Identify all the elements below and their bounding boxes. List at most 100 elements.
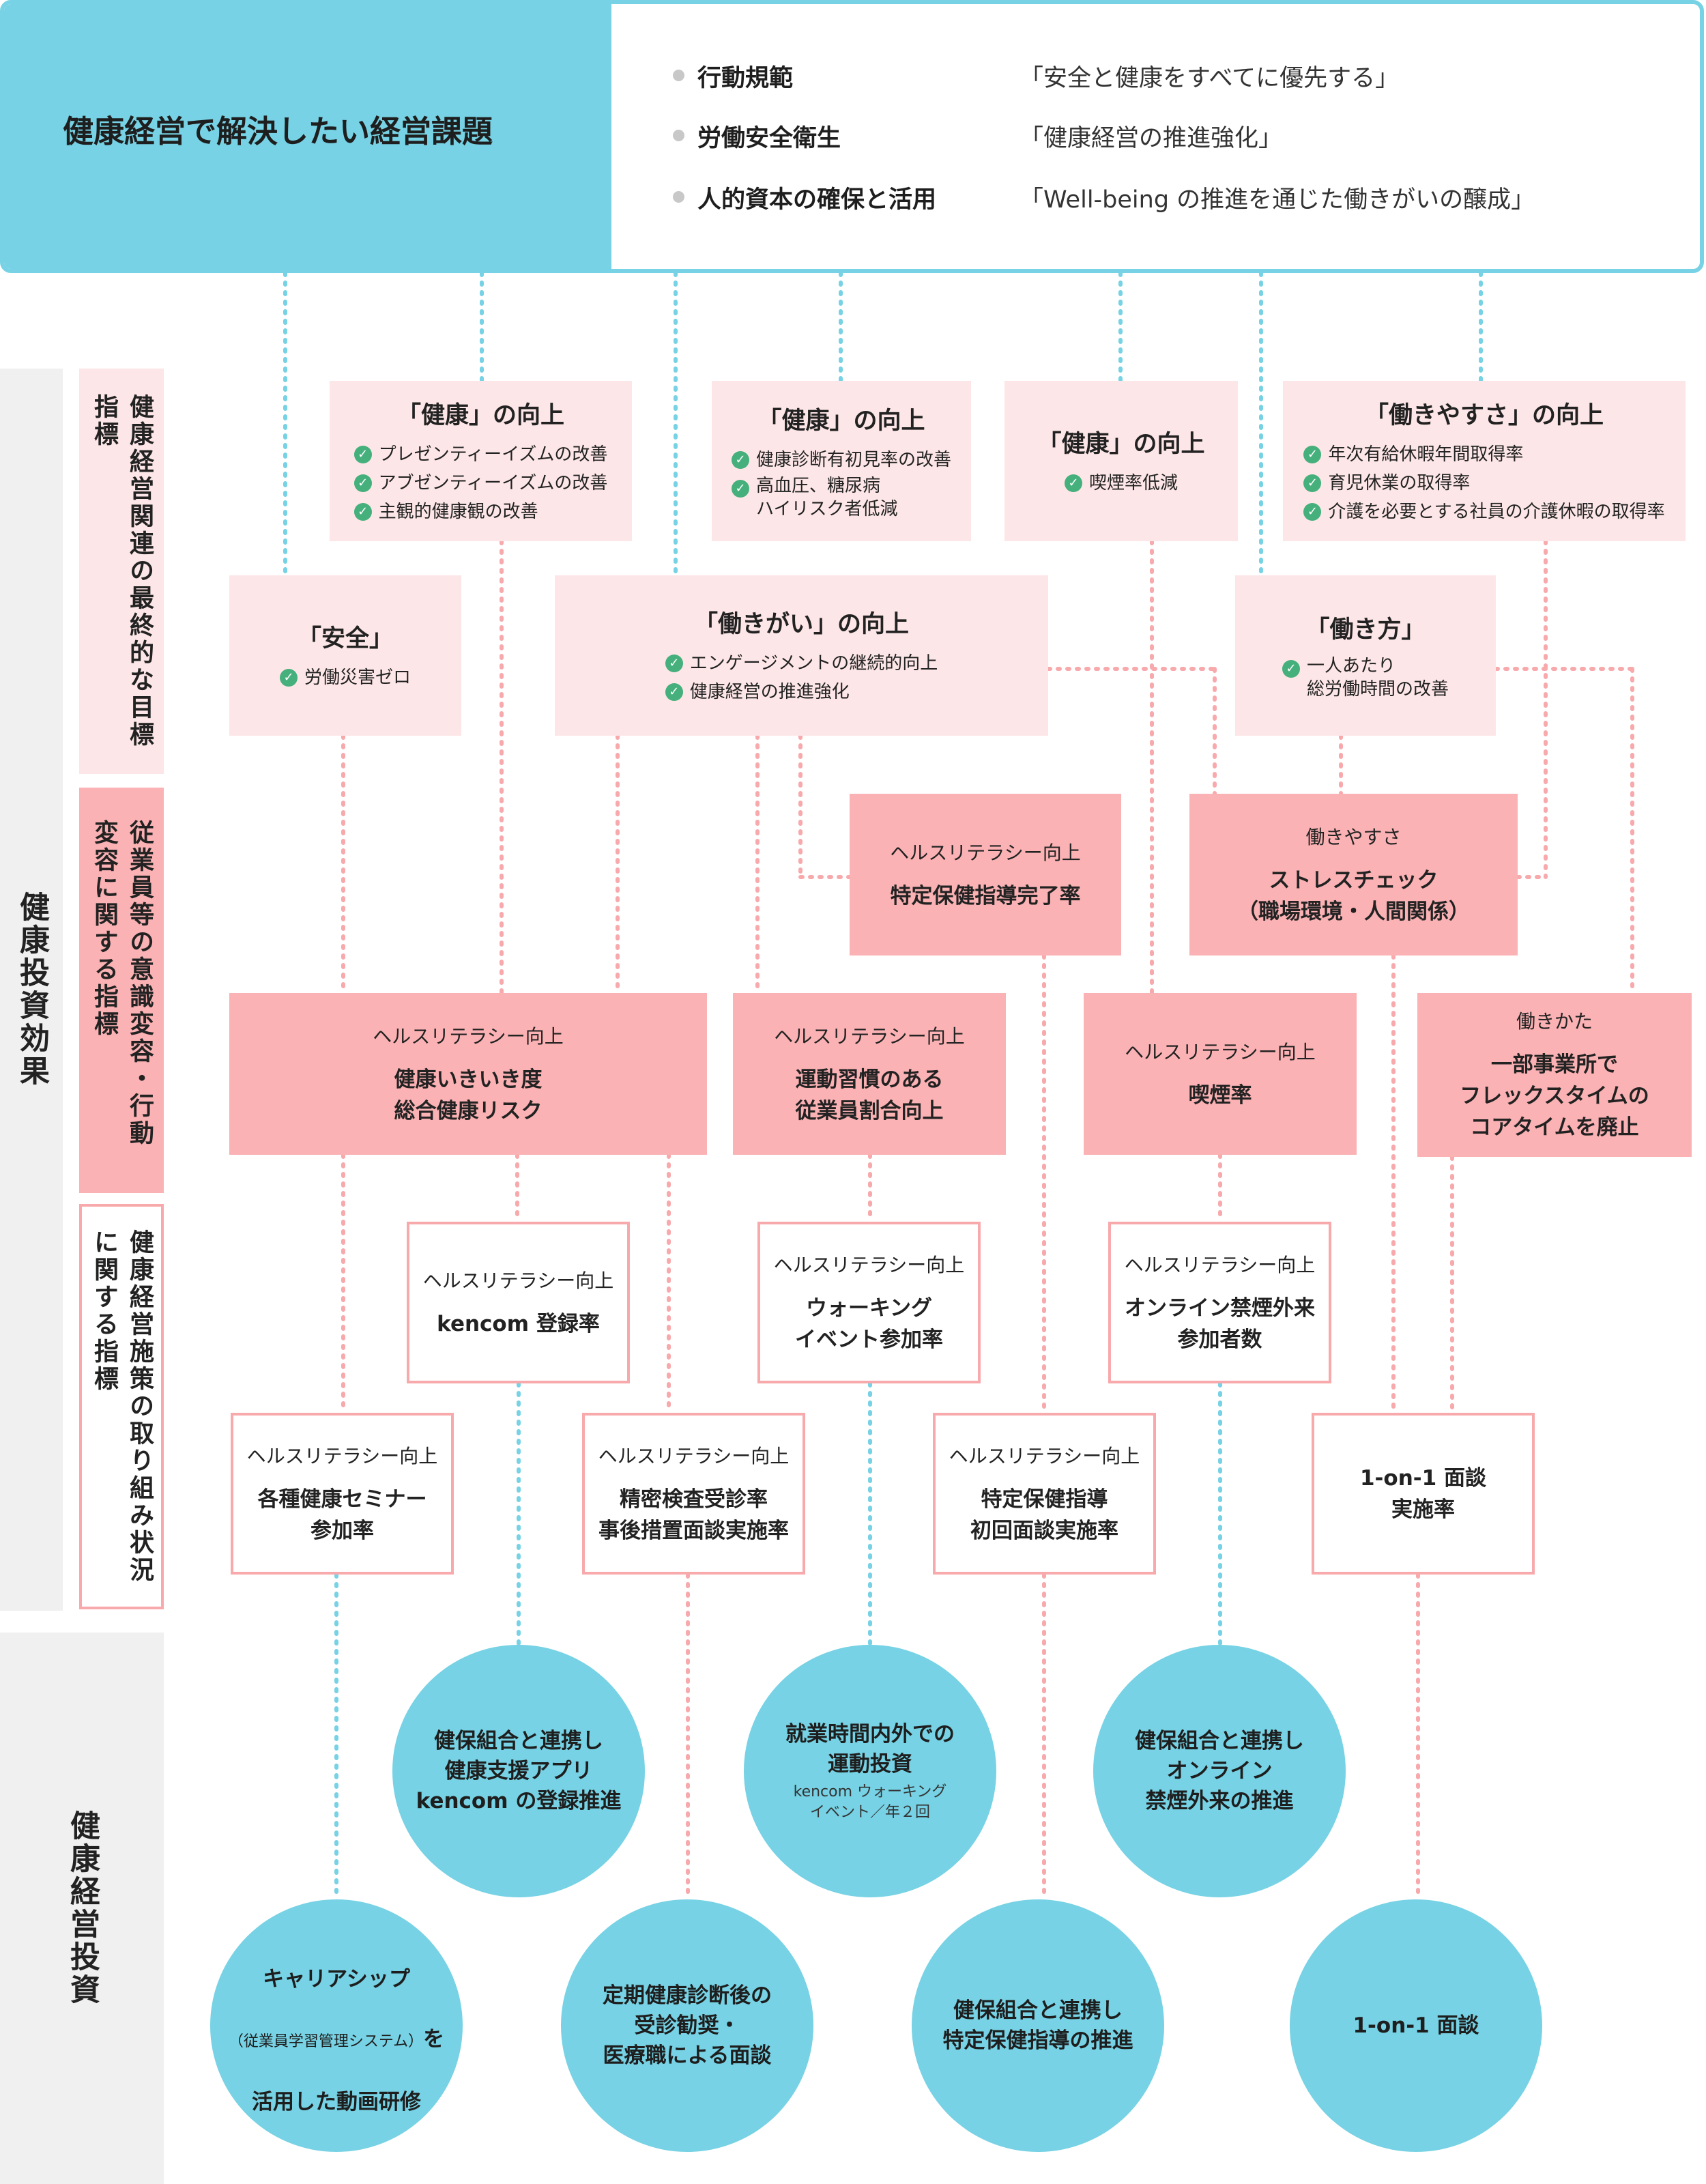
metric-label: ウォーキング イベント参加率 [795, 1295, 943, 1352]
policy-value: 「Well-being の推進を通じた働きがいの醸成」 [1020, 186, 1535, 214]
metric-label: オンライン禁煙外来 参加者数 [1125, 1295, 1315, 1352]
goal-health-box: 「健康」の向上 ✓健康診断有初見率の改善 ✓高血圧、糖尿病 ハイリスク者低減 [712, 381, 971, 541]
metric-label: 1-on-1 面談 実施率 [1359, 1465, 1487, 1522]
band-investment-effect: 健康投資効果 [0, 369, 63, 1611]
goal-title: 「働きがい」の向上 [693, 611, 909, 638]
goal-item: ✓プレゼンティーイズムの改善 [353, 440, 607, 469]
metric-category: ヘルスリテラシー向上 [422, 1269, 614, 1292]
check-icon: ✓ [665, 655, 683, 672]
metric-label: 特定保健指導 初回面談実施率 [970, 1486, 1118, 1543]
metric-label: 健康いきいき度 総合健康リスク [394, 1067, 543, 1123]
check-icon: ✓ [731, 451, 749, 469]
goal-title: 「安全」 [297, 625, 393, 652]
investment-label: 1-on-1 面談 [1353, 2013, 1479, 2038]
metric-1on1-rate: 1-on-1 面談 実施率 [1312, 1413, 1535, 1575]
policy-name: 行動規範 [697, 65, 794, 92]
check-icon: ✓ [1282, 660, 1300, 678]
goal-title: 「健康」の向上 [1037, 431, 1205, 458]
metric-detailed-exam: ヘルスリテラシー向上 精密検査受診率 事後措置面談実施率 [582, 1413, 805, 1575]
goal-item: ✓介護を必要とする社員の介護休暇の取得率 [1303, 498, 1665, 526]
goal-ease-of-work-box: 「働きやすさ」の向上 ✓年次有給休暇年間取得率 ✓育児休業の取得率 ✓介護を必要… [1283, 381, 1686, 541]
goal-health-box: 「健康」の向上 ✓プレゼンティーイズムの改善 ✓アブゼンティーイズムの改善 ✓主… [330, 381, 632, 541]
bullet-icon [673, 191, 684, 203]
goal-title: 「健康」の向上 [757, 407, 925, 435]
metric-label: ストレスチェック （職場環境・人間関係） [1237, 867, 1470, 924]
goal-title: 「働きやすさ」の向上 [1364, 402, 1604, 429]
bullet-icon [673, 130, 684, 141]
metric-label: 各種健康セミナー 参加率 [257, 1486, 427, 1543]
metric-guidance-first-interview: ヘルスリテラシー向上 特定保健指導 初回面談実施率 [933, 1413, 1156, 1575]
goal-item: ✓年次有給休暇年間取得率 [1303, 440, 1664, 469]
header-title: 健康経営で解決したい経営課題 [63, 113, 493, 149]
metric-exercise-habit: ヘルスリテラシー向上 運動習慣のある 従業員割合向上 [733, 993, 1006, 1155]
metric-label: 喫煙率 [1188, 1082, 1252, 1108]
label-investment: 健康経営投資 [65, 1810, 100, 2007]
band-final-goal: 健康経営関連の最終的な目標指標 [79, 369, 164, 774]
goal-health-box: 「健康」の向上 ✓喫煙率低減 [1004, 381, 1238, 541]
metric-category: ヘルスリテラシー向上 [773, 1253, 965, 1276]
goal-items: ✓喫煙率低減 [1064, 469, 1178, 498]
goal-item: ✓労働災害ゼロ [279, 663, 411, 692]
check-icon: ✓ [353, 474, 372, 492]
investment-kencom-registration: 健保組合と連携し 健康支援アプリ kencom の登録推進 [392, 1645, 645, 1897]
metric-category: ヘルスリテラシー向上 [774, 1024, 965, 1048]
metric-category: ヘルスリテラシー向上 [1124, 1253, 1316, 1276]
investment-1on1: 1-on-1 面談 [1290, 1899, 1542, 2152]
goal-items: ✓労働災害ゼロ [279, 663, 411, 692]
band-behavior-change: 従業員等の意識変容・行動変容に関する指標 [79, 788, 164, 1193]
label-behavior-change: 従業員等の意識変容・行動変容に関する指標 [90, 820, 154, 1147]
goal-items: ✓プレゼンティーイズムの改善 ✓アブゼンティーイズムの改善 ✓主観的健康観の改善 [353, 440, 607, 526]
goal-item: ✓アブゼンティーイズムの改善 [353, 469, 607, 498]
goal-title: 「健康」の向上 [396, 402, 564, 429]
metric-online-smoking-cessation: ヘルスリテラシー向上 オンライン禁煙外来 参加者数 [1108, 1222, 1331, 1383]
check-icon: ✓ [279, 669, 298, 687]
band-initiative-status: 健康経営施策の取り組み状況に関する指標 [79, 1204, 164, 1609]
goal-item: ✓エンゲージメントの継続的向上 [665, 649, 938, 678]
check-icon: ✓ [1303, 446, 1322, 463]
metric-label: kencom 登録率 [437, 1311, 600, 1336]
investment-exercise: 就業時間内外での 運動投資 kencom ウォーキング イベント／年２回 [744, 1645, 996, 1897]
label-investment-effect: 健康投資効果 [14, 891, 49, 1088]
policy-name: 人的資本の確保と活用 [697, 186, 937, 214]
investment-label: 健保組合と連携し オンライン 禁煙外来の推進 [1135, 1729, 1304, 1813]
metric-category: 働きかた [1516, 1010, 1593, 1033]
goal-item: ✓高血圧、糖尿病 ハイリスク者低減 [731, 474, 951, 521]
metric-label: 精密検査受診率 事後措置面談実施率 [598, 1486, 789, 1543]
management-issues-header: 健康経営で解決したい経営課題 行動規範 「安全と健康をすべてに優先する」 労働安… [0, 0, 1704, 273]
header-title-panel [4, 4, 611, 269]
metric-category: ヘルスリテラシー向上 [949, 1444, 1140, 1467]
metric-category: ヘルスリテラシー向上 [1125, 1040, 1316, 1063]
goal-item: ✓育児休業の取得率 [1303, 469, 1664, 498]
metric-label: 運動習慣のある 従業員割合向上 [795, 1067, 944, 1123]
investment-careership-training: キャリアシップ （従業員学習管理システム）を 活用した動画研修 [210, 1899, 463, 2152]
metric-specific-health-guidance-completion: ヘルスリテラシー向上 特定保健指導完了率 [850, 794, 1121, 956]
bullet-icon [673, 70, 684, 81]
metric-category: ヘルスリテラシー向上 [598, 1444, 790, 1467]
investment-label: キャリアシップ （従業員学習管理システム）を 活用した動画研修 [228, 1967, 445, 2114]
goal-items: ✓健康診断有初見率の改善 ✓高血圧、糖尿病 ハイリスク者低減 [731, 446, 951, 521]
check-icon: ✓ [731, 480, 749, 498]
goal-title: 「働き方」 [1305, 616, 1426, 644]
goal-item: ✓一人あたり 総労働時間の改善 [1282, 655, 1449, 701]
check-icon: ✓ [353, 503, 372, 521]
investment-label: 健保組合と連携し 健康支援アプリ kencom の登録推進 [416, 1729, 622, 1813]
metric-walking-event: ヘルスリテラシー向上 ウォーキング イベント参加率 [757, 1222, 981, 1383]
metric-label: 一部事業所で フレックスタイムの コアタイムを廃止 [1460, 1052, 1649, 1140]
investment-label: 就業時間内外での 運動投資 [785, 1722, 955, 1777]
check-icon: ✓ [353, 446, 372, 463]
check-icon: ✓ [665, 683, 683, 701]
metric-smoking-rate: ヘルスリテラシー向上 喫煙率 [1084, 993, 1357, 1155]
metric-category: ヘルスリテラシー向上 [246, 1444, 438, 1467]
check-icon: ✓ [1303, 503, 1322, 521]
investment-medical-interview: 定期健康診断後の 受診勧奨・ 医療職による面談 [561, 1899, 813, 2152]
label-final-goal: 健康経営関連の最終的な目標指標 [90, 394, 154, 749]
policy-name: 労働安全衛生 [697, 125, 841, 152]
check-icon: ✓ [1064, 474, 1082, 492]
investment-label: 定期健康診断後の 受診勧奨・ 医療職による面談 [603, 1983, 772, 2068]
band-investment: 健康経営投資 [0, 1633, 164, 2184]
metric-stress-check: 働きやすさ ストレスチェック （職場環境・人間関係） [1189, 794, 1518, 956]
goal-items: ✓一人あたり 総労働時間の改善 [1282, 655, 1449, 701]
policy-value: 「安全と健康をすべてに優先する」 [1020, 65, 1400, 92]
metric-health-vitality: ヘルスリテラシー向上 健康いきいき度 総合健康リスク [229, 993, 707, 1155]
metric-flextime: 働きかた 一部事業所で フレックスタイムの コアタイムを廃止 [1417, 993, 1692, 1157]
